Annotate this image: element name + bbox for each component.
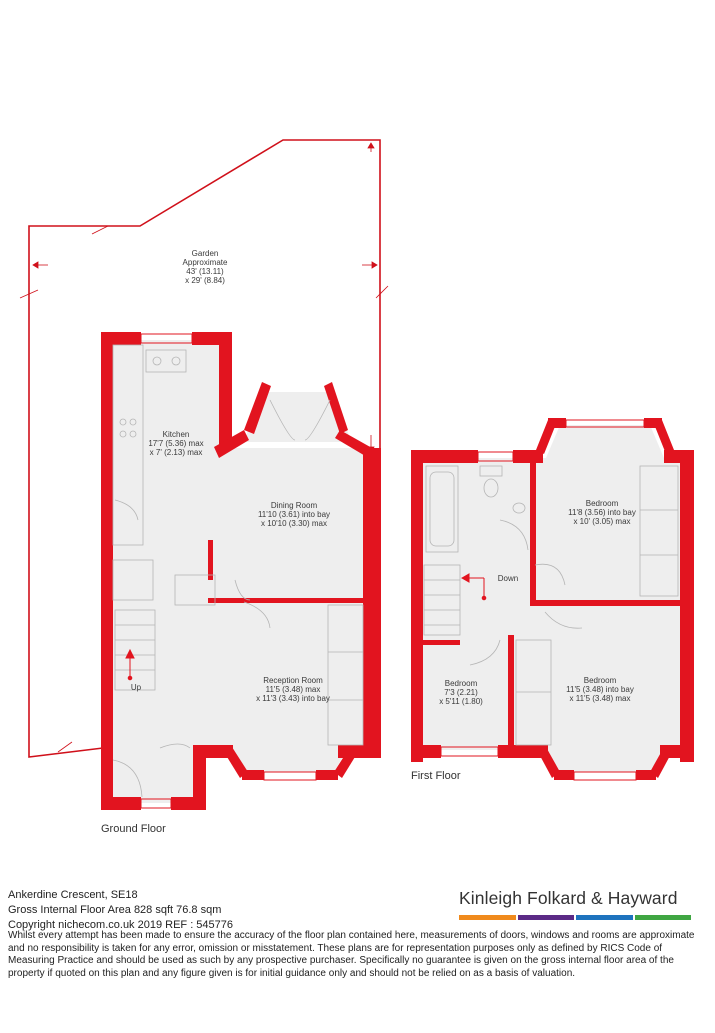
reception-room-dim-2: x 11'3 (3.43) into bay xyxy=(256,694,330,703)
first-window-marks xyxy=(263,419,645,781)
bedroom-3-dim-2: x 11'5 (3.48) max xyxy=(570,694,631,703)
bedroom-3-dim-1: 11'5 (3.48) into bay xyxy=(566,685,634,694)
brand-bar-orange xyxy=(459,915,516,920)
garden-dim-3: x 29' (8.84) xyxy=(185,276,225,285)
disclaimer-text: Whilst every attempt has been made to en… xyxy=(8,930,695,979)
floor-area-text: Gross Internal Floor Area 828 sqft 76.8 … xyxy=(8,904,222,916)
brand-bar-purple xyxy=(517,915,574,920)
agent-logo: Kinleigh Folkard & Hayward xyxy=(459,888,691,920)
brand-bar-blue xyxy=(576,915,633,920)
ground-window-marks xyxy=(140,333,193,809)
reception-room-label: Reception Room xyxy=(263,676,323,685)
first-floor-label: First Floor xyxy=(411,770,461,782)
kitchen-dim-2: x 7' (2.13) max xyxy=(150,448,203,457)
bedroom-2-dim-2: x 5'11 (1.80) xyxy=(439,697,483,706)
copyright-text: Copyright nichecom.co.uk 2019 REF : 5457… xyxy=(8,919,234,931)
brand-color-bars xyxy=(459,915,691,920)
agent-name: Kinleigh Folkard & Hayward xyxy=(459,888,678,908)
ground-floor-fill xyxy=(112,340,374,803)
reception-room-dim-1: 11'5 (3.48) max xyxy=(266,685,321,694)
dining-room-dim-1: 11'10 (3.61) into bay xyxy=(258,510,330,519)
dining-room-label: Dining Room xyxy=(271,501,318,510)
stairs-up-label: Up xyxy=(131,683,142,692)
garden-boundary xyxy=(28,139,381,758)
room-labels: Garden Approximate 43' (13.11) x 29' (8.… xyxy=(131,249,636,706)
bedroom-1-label: Bedroom xyxy=(586,499,619,508)
brand-bar-green xyxy=(634,915,691,920)
kitchen-dim-1: 17'7 (5.36) max xyxy=(148,439,203,448)
address-text: Ankerdine Crescent, SE18 xyxy=(8,889,138,901)
bedroom-2-label: Bedroom xyxy=(445,679,478,688)
garden-dim-2: 43' (13.11) xyxy=(186,267,224,276)
bedroom-1-dim-1: 11'8 (3.56) into bay xyxy=(568,508,636,517)
stairs-down-label: Down xyxy=(498,574,518,583)
ground-floor-fixtures xyxy=(112,344,364,798)
bedroom-1-dim-2: x 10' (3.05) max xyxy=(573,517,630,526)
kitchen-label: Kitchen xyxy=(163,430,190,439)
first-floor-fixtures xyxy=(423,465,679,746)
dining-room-dim-2: x 10'10 (3.30) max xyxy=(261,519,327,528)
garden-label: Garden xyxy=(192,249,219,258)
bedroom-2-dim-1: 7'3 (2.21) xyxy=(444,688,478,697)
property-info: Ankerdine Crescent, SE18 Gross Internal … xyxy=(8,888,233,933)
stair-arrows xyxy=(125,573,487,681)
garden-dim-1: Approximate xyxy=(183,258,228,267)
bedroom-3-label: Bedroom xyxy=(584,676,617,685)
first-floor-walls xyxy=(411,418,694,780)
ground-floor-walls xyxy=(101,332,381,810)
ground-floor-label: Ground Floor xyxy=(101,823,166,835)
